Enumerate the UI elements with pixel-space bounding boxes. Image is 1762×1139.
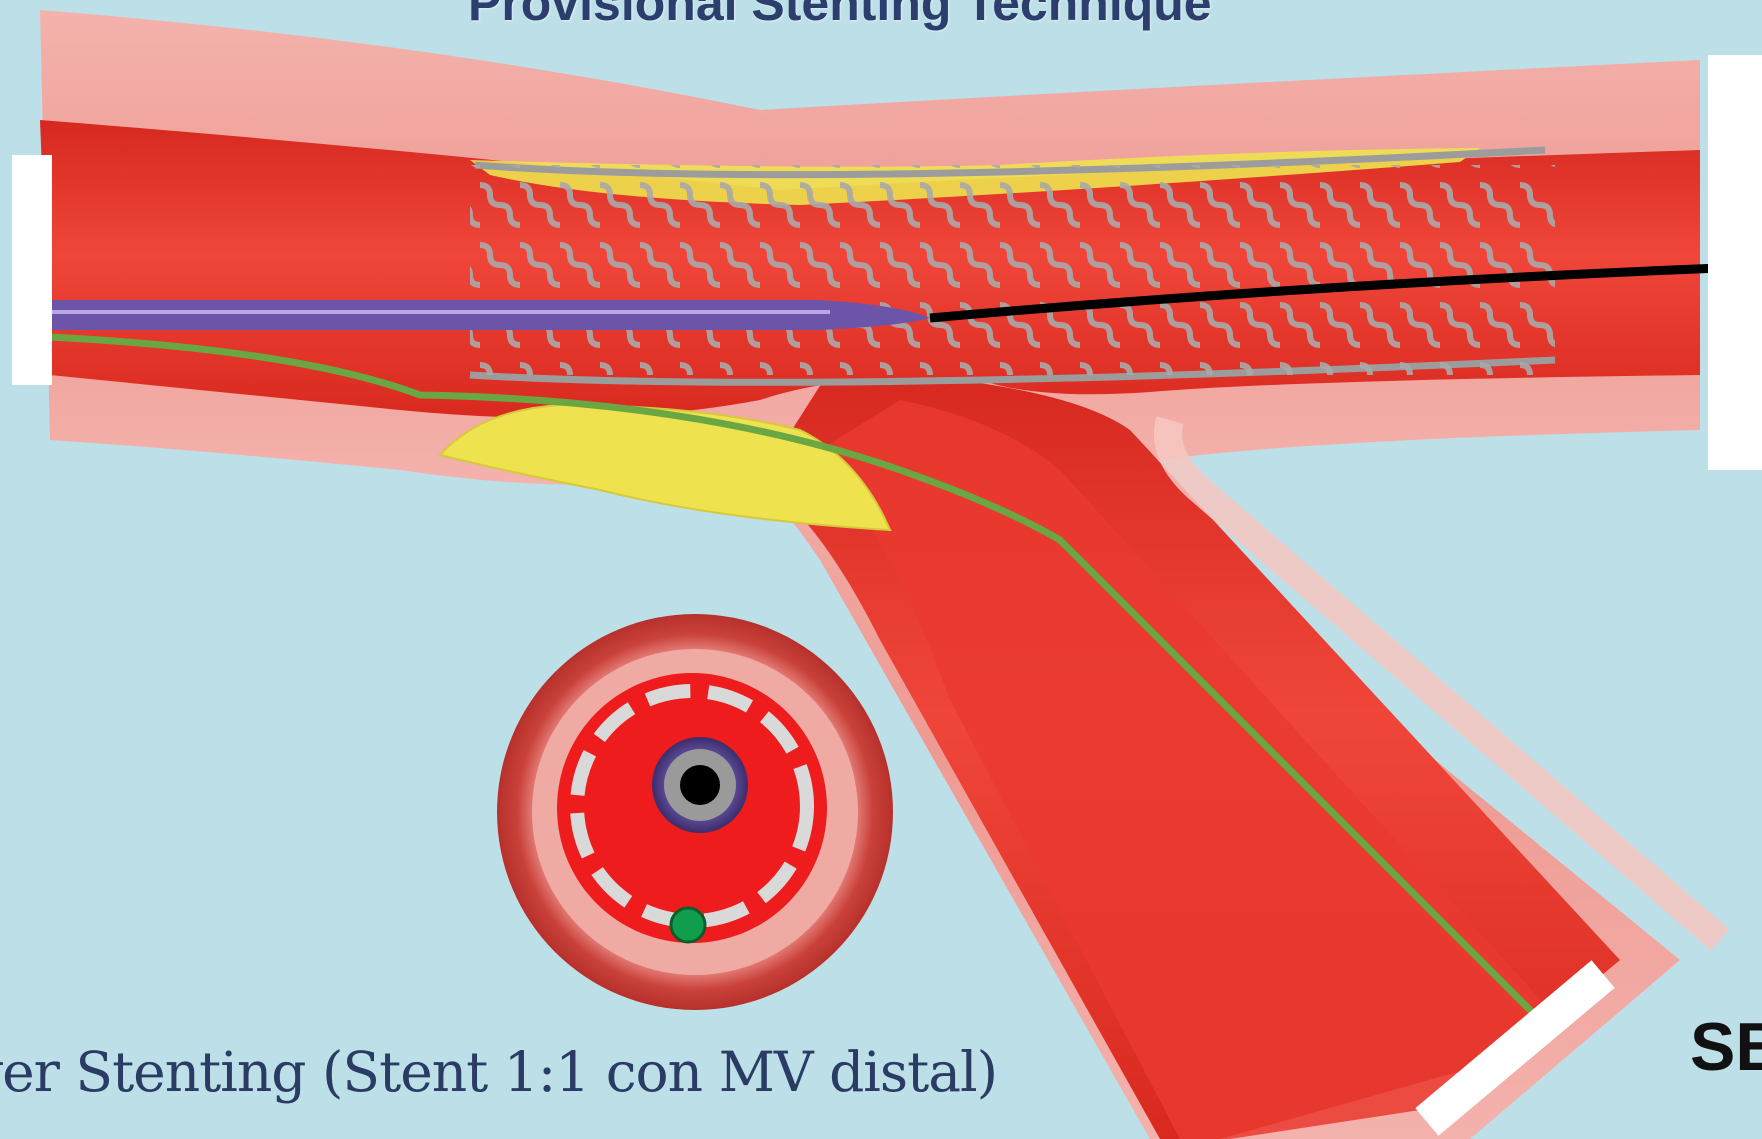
cross-section-main-guidewire [680, 765, 720, 805]
stent-strut-mesh [470, 165, 1555, 375]
cross-section-side-branch-guidewire [671, 908, 705, 942]
page-title: Provisional Stenting Technique [468, 0, 1212, 32]
side-branch-label: SB [1690, 1008, 1762, 1086]
cross-section [497, 614, 893, 1010]
stent [470, 150, 1555, 382]
balloon-catheter [50, 300, 930, 330]
cut-marker-right [1708, 55, 1762, 470]
balloon-catheter-shaft [50, 300, 930, 330]
caption-text: ver Stenting (Stent 1:1 con MV distal) [0, 1040, 997, 1104]
cut-marker-left [12, 155, 52, 385]
